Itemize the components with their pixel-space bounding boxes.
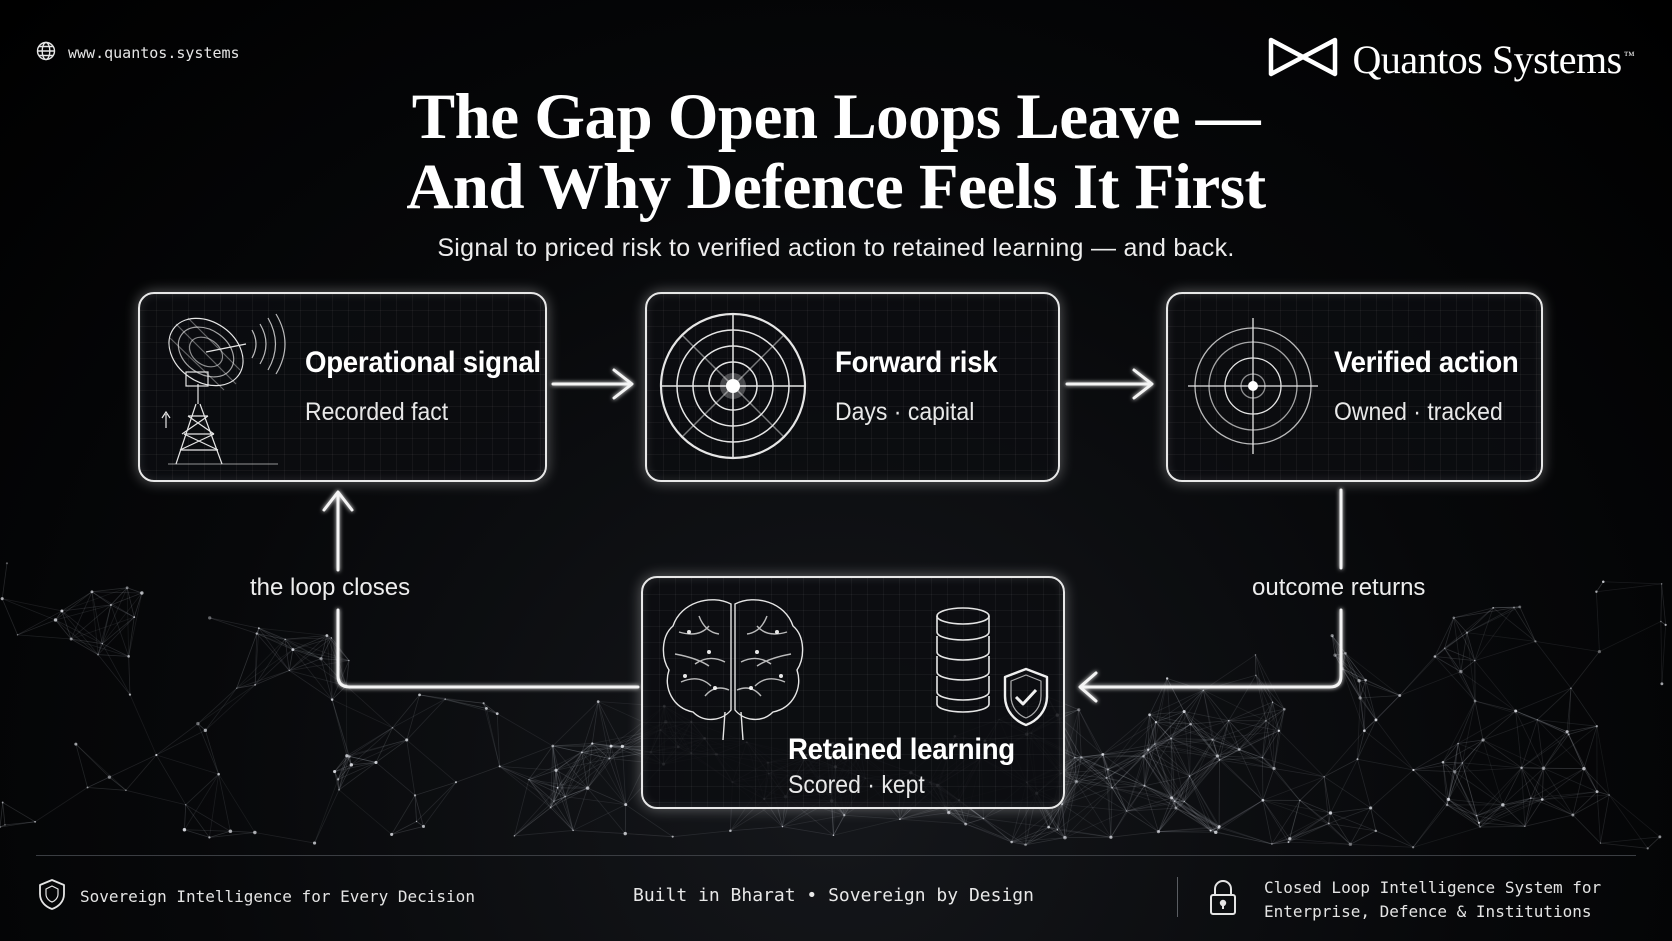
title-line-1: The Gap Open Loops Leave — (411, 81, 1261, 153)
footer-motto: Built in Bharat • Sovereign by Design (633, 885, 1034, 906)
target-radar-icon (657, 308, 809, 469)
node-title: Forward risk (835, 346, 998, 379)
node-subtitle: Recorded fact (305, 398, 449, 426)
lock-icon (1208, 879, 1238, 921)
node-subtitle: Days · capital (835, 398, 975, 426)
label-loop-closes: the loop closes (250, 574, 411, 601)
node-title: Retained learning (788, 733, 1015, 766)
page-subtitle: Signal to priced risk to verified action… (437, 234, 1235, 262)
connector-outcome-returns (1078, 488, 1343, 703)
shield-check-icon (1001, 666, 1051, 733)
footer-divider-line (36, 855, 1636, 856)
node-subtitle: Scored · kept (788, 771, 925, 799)
node-subtitle: Owned · tracked (1334, 398, 1503, 426)
node-title: Operational signal (305, 346, 541, 379)
connector-loop-closes (322, 490, 640, 689)
crosshair-icon (1188, 316, 1318, 461)
footer-left-text: Sovereign Intelligence for Every Decisio… (80, 886, 475, 906)
website-url[interactable]: www.quantos.systems (36, 41, 240, 65)
footer-system-descriptor: Closed Loop Intelligence System for Ente… (1208, 876, 1601, 924)
node-operational-signal[interactable]: Operational signal Recorded fact (138, 292, 547, 482)
node-verified-action[interactable]: Verified action Owned · tracked (1166, 292, 1543, 482)
page-title: The Gap Open Loops Leave — And Why Defen… (0, 82, 1672, 222)
footer-tagline: Sovereign Intelligence for Every Decisio… (38, 878, 475, 914)
footer-right-line-1: Closed Loop Intelligence System for (1264, 878, 1602, 897)
globe-icon (36, 41, 56, 65)
footer-right-line-2: Enterprise, Defence & Institutions (1264, 902, 1592, 921)
node-title: Verified action (1334, 346, 1519, 379)
node-forward-risk[interactable]: Forward risk Days · capital (645, 292, 1060, 482)
database-icon (933, 606, 993, 723)
brain-icon (659, 592, 807, 747)
node-retained-learning[interactable]: Retained learning Scored · kept (641, 576, 1065, 809)
shield-icon (38, 878, 66, 914)
bowtie-logo-icon (1267, 36, 1339, 83)
label-outcome-returns: outcome returns (1252, 574, 1426, 601)
title-line-2: And Why Defence Feels It First (406, 151, 1266, 223)
url-text: www.quantos.systems (68, 44, 240, 62)
arrow-signal-to-risk (551, 368, 634, 400)
radar-dish-icon (148, 304, 298, 477)
arrow-risk-to-action (1065, 368, 1154, 400)
footer-vertical-divider (1177, 877, 1178, 917)
